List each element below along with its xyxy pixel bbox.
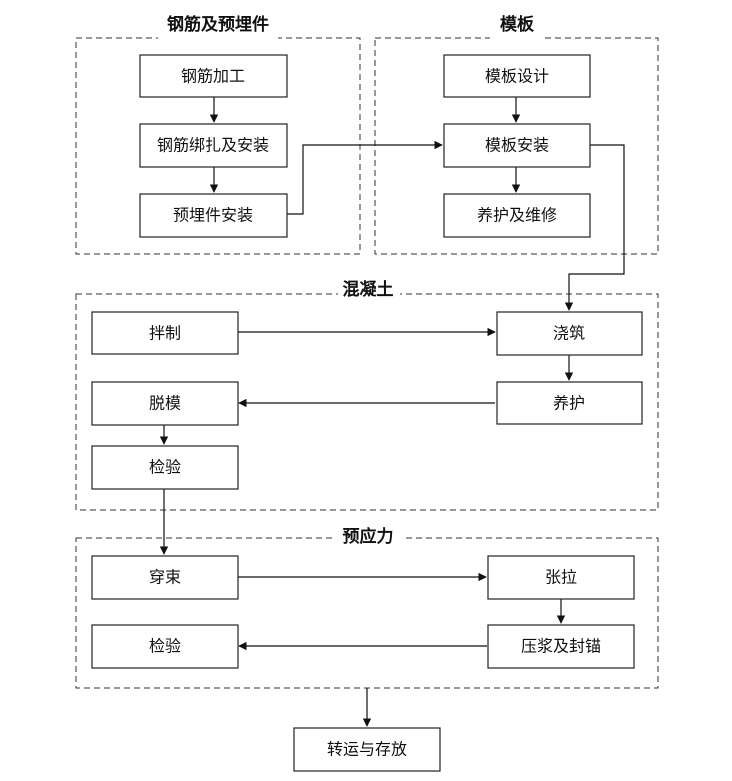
node-grouting-anchoring-label: 压浆及封锚 [521, 637, 601, 656]
node-threading: 穿束 [91, 555, 239, 600]
node-formwork-maintenance: 养护及维修 [443, 193, 591, 238]
node-rebar-processing: 钢筋加工 [139, 54, 288, 98]
node-rebar-processing-label: 钢筋加工 [181, 67, 245, 86]
node-embedded-install-label: 预埋件安装 [173, 206, 253, 225]
node-formwork-install-label: 模板安装 [485, 136, 549, 155]
group-formwork-title: 模板 [500, 14, 535, 35]
node-demolding-label: 脱模 [149, 394, 181, 413]
node-pouring-label: 浇筑 [553, 324, 585, 343]
node-rebar-binding: 钢筋绑扎及安装 [139, 123, 288, 168]
node-formwork-install: 模板安装 [443, 123, 591, 168]
connectors [159, 97, 625, 727]
group-concrete: 混凝土 [75, 279, 659, 511]
node-prestress-inspection: 检验 [91, 624, 239, 669]
node-tensioning: 张拉 [487, 555, 635, 600]
node-curing-label: 养护 [553, 394, 585, 413]
group-rebar-embedded: 钢筋及预埋件 [75, 14, 361, 255]
node-formwork-design: 模板设计 [443, 54, 591, 98]
group-prestress-title: 预应力 [343, 526, 394, 547]
node-transport-storage-label: 转运与存放 [327, 740, 407, 759]
node-demolding: 脱模 [91, 381, 239, 426]
node-rebar-binding-label: 钢筋绑扎及安装 [157, 136, 269, 155]
edge-install-to-pouring [564, 144, 625, 311]
group-rebar-title: 钢筋及预埋件 [167, 14, 269, 35]
node-formwork-maintenance-label: 养护及维修 [477, 206, 557, 225]
node-embedded-install: 预埋件安装 [139, 193, 288, 238]
edge-embedded-to-formwork-install [287, 140, 443, 215]
node-tensioning-label: 张拉 [545, 568, 577, 587]
node-mixing: 拌制 [91, 311, 239, 355]
node-concrete-inspection: 检验 [91, 445, 239, 490]
node-pouring: 浇筑 [496, 311, 643, 356]
group-concrete-title: 混凝土 [343, 279, 394, 300]
node-formwork-design-label: 模板设计 [485, 67, 549, 86]
node-concrete-inspection-label: 检验 [149, 458, 181, 477]
node-threading-label: 穿束 [149, 568, 181, 587]
node-curing: 养护 [496, 381, 643, 425]
node-grouting-anchoring: 压浆及封锚 [487, 624, 635, 669]
node-prestress-inspection-label: 检验 [149, 637, 181, 656]
node-mixing-label: 拌制 [149, 324, 181, 343]
group-formwork: 模板 [374, 14, 659, 255]
node-transport-storage: 转运与存放 [293, 727, 441, 772]
